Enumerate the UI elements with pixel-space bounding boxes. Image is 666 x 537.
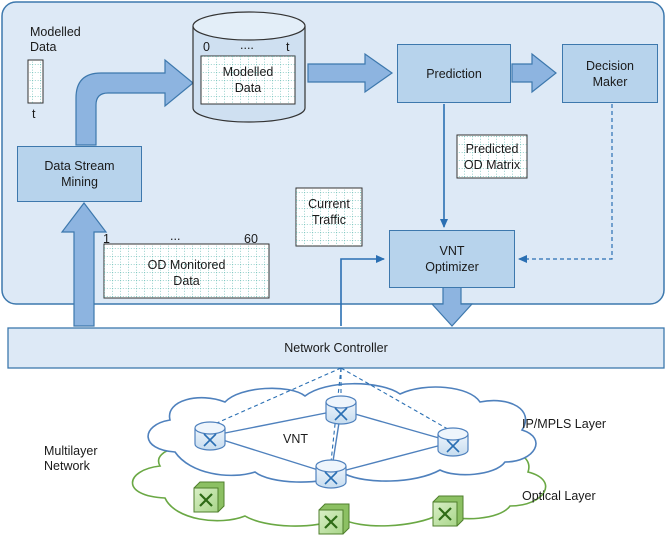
db-axis-end: t [286, 40, 290, 54]
controller-to-mining-arrow [60, 202, 108, 327]
od-axis-dots: ... [170, 229, 181, 243]
prediction-to-decision-arrow [511, 52, 557, 94]
modelled-strip-axis-end: t [32, 107, 36, 121]
current-traffic-table [295, 187, 363, 247]
modelled-data-strip [27, 59, 44, 104]
modelled-data-label: Modelled Data [30, 25, 81, 54]
vnt-label: VNT [283, 432, 308, 446]
network-controller-bar [7, 327, 665, 369]
controller-to-optimizer-line [340, 255, 385, 326]
control-dashed-links [209, 367, 454, 463]
decision-to-optimizer-dashed [518, 104, 613, 263]
router-icon [315, 459, 347, 489]
ip-mpls-layer-label: IP/MPLS Layer [522, 417, 607, 431]
od-axis-end: 60 [244, 232, 258, 246]
od-axis-start: 1 [103, 232, 110, 246]
predicted-od-matrix-table [456, 134, 528, 179]
mining-to-db-arrow [75, 58, 194, 146]
optical-layer-label: Optical Layer [522, 489, 596, 503]
optical-switch-icon [318, 503, 350, 535]
router-icon [194, 421, 226, 451]
optical-switch-icon [432, 495, 464, 527]
multilayer-network-label: Multilayer Network [44, 444, 98, 473]
router-icon [325, 395, 357, 425]
network-controller-label: Network Controller [284, 341, 388, 355]
optimizer-to-controller-arrow [430, 286, 474, 327]
optical-switch-icon [193, 481, 225, 513]
router-icon [437, 427, 469, 457]
od-monitored-table [103, 243, 270, 299]
prediction-box: Prediction [397, 44, 511, 103]
vnt-links [209, 409, 454, 475]
db-axis-dots: .... [240, 38, 254, 52]
modelled-data-database [192, 11, 306, 123]
db-to-prediction-arrow [307, 52, 394, 94]
db-axis-start: 0 [203, 40, 210, 54]
